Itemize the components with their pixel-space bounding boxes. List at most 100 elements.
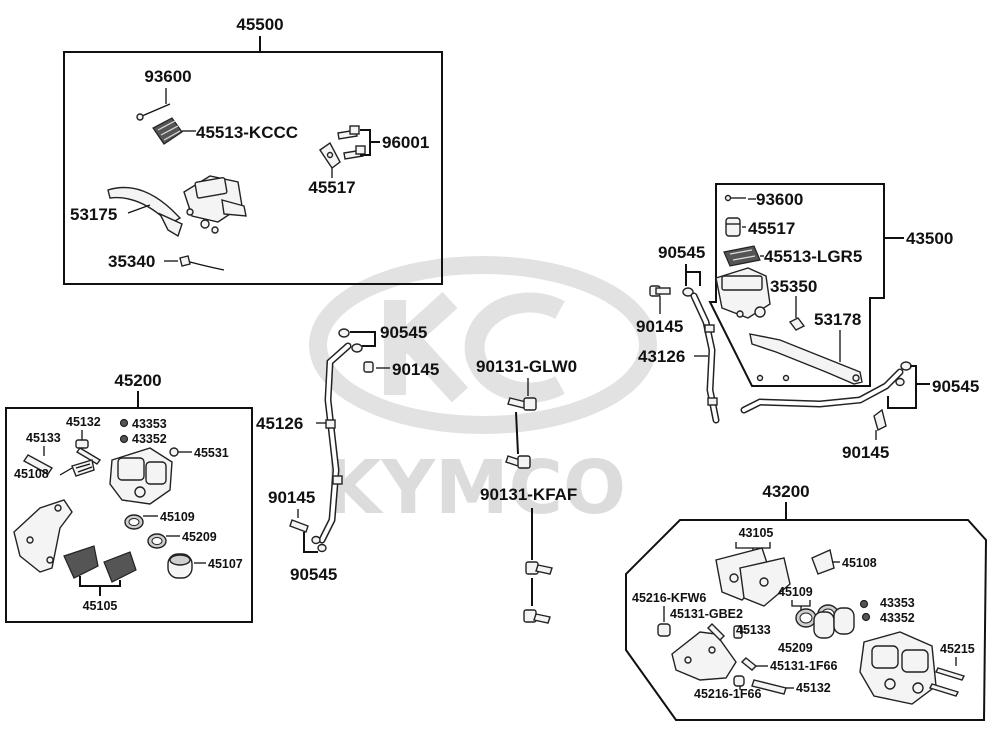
switch-icon (723, 245, 761, 267)
part-label-45209-left: 45209 (182, 530, 217, 544)
part-label-45216-kfw6: 45216-KFW6 (632, 591, 706, 605)
part-label-93600-right: 93600 (756, 190, 803, 209)
part-label-90131-glw0: 90131-GLW0 (476, 357, 577, 376)
bleeder-icon (169, 447, 179, 457)
part-label-45132-left: 45132 (66, 415, 101, 429)
master-cylinder-icon (715, 267, 771, 319)
part-label-45108-right: 45108 (842, 556, 877, 570)
part-label-45109-left: 45109 (160, 510, 195, 524)
piston-icon (813, 607, 855, 639)
washer-icon (338, 328, 350, 338)
part-label-45513-lgr5: 45513-LGR5 (764, 247, 862, 266)
pin-icon (724, 194, 746, 202)
seal-ring-icon (124, 514, 144, 530)
part-label-45513-kccc: 45513-KCCC (196, 123, 298, 142)
bushing-icon (733, 675, 745, 687)
brake-pad-icon (63, 545, 137, 583)
bolt-icon (523, 609, 551, 624)
pin-icon (136, 103, 171, 121)
bolt-icon (75, 439, 102, 465)
part-label-35350: 35350 (770, 277, 817, 296)
part-label-45517-left: 45517 (308, 178, 355, 197)
clamp-icon (725, 217, 741, 237)
part-label-45531: 45531 (194, 446, 229, 460)
part-label-45131-gbe2: 45131-GBE2 (670, 607, 743, 621)
pin-icon (22, 454, 54, 475)
part-label-90145-right-top: 90145 (636, 317, 683, 336)
piston-icon (167, 553, 193, 579)
watermark-text: KYMCO (324, 445, 626, 531)
switch-icon (152, 117, 183, 145)
washer-icon (895, 361, 912, 387)
bolt-icon (505, 455, 531, 469)
part-label-90131-kfaf: 90131-KFAF (480, 485, 577, 504)
part-label-45216-1f66: 45216-1F66 (694, 687, 761, 701)
brake-switch-icon (179, 255, 225, 271)
bolt-icon (873, 408, 887, 432)
right-hose-group: 90545 90145 43126 90545 90145 (636, 243, 979, 462)
part-label-90145-right-bottom: 90145 (842, 443, 889, 462)
screw-icon (861, 612, 871, 622)
nut-icon (756, 374, 790, 382)
group-label-43200: 43200 (762, 482, 809, 501)
part-label-45215: 45215 (940, 642, 975, 656)
spring-clip-icon (811, 549, 835, 575)
pin-icon (740, 657, 758, 671)
part-label-45209-right: 45209 (778, 641, 813, 655)
bolt-icon (751, 679, 787, 695)
brake-pad-icon (715, 547, 791, 607)
part-label-45132-right: 45132 (796, 681, 831, 695)
part-label-93600: 93600 (144, 67, 191, 86)
part-label-43353-right: 43353 (880, 596, 915, 610)
part-label-45126: 45126 (256, 414, 303, 433)
part-label-90545-center-bottom: 90545 (290, 565, 337, 584)
bushing-icon (657, 623, 671, 637)
bracket-icon (671, 631, 737, 681)
part-label-45108-left: 45108 (14, 467, 49, 481)
group-label-45200: 45200 (114, 371, 161, 390)
group-label-45500: 45500 (236, 15, 283, 34)
brake-lever-icon (749, 333, 863, 385)
center-bolts-group: 90131-GLW0 90131-KFAF (476, 357, 577, 624)
bolt-icon (525, 561, 553, 575)
group-45200: 45200 45132 43353 43352 45133 45108 (5, 371, 253, 623)
part-label-90545-center-top: 90545 (380, 323, 427, 342)
caliper-icon (109, 447, 173, 505)
part-label-43353-left: 43353 (132, 417, 167, 431)
washer-icon (311, 535, 327, 553)
part-label-53178: 53178 (814, 310, 861, 329)
part-label-43126: 43126 (638, 347, 685, 366)
bolt-icon (649, 285, 671, 297)
group-45500: 45500 93600 45513-KCCC 96001 (63, 15, 443, 285)
center-hose-group: 90545 90145 45126 90145 90545 (256, 323, 439, 584)
brake-hose-icon (318, 342, 352, 544)
group-label-43500: 43500 (906, 229, 953, 248)
part-label-90145-center-bottom: 90145 (268, 488, 315, 507)
brake-hose-icon (740, 368, 904, 414)
seal-ring-icon (147, 533, 167, 549)
screw-icon (337, 125, 366, 160)
part-label-35340: 35340 (108, 252, 155, 271)
group-43200: 43200 43105 45108 45216-KFW6 45131-GBE2 … (625, 482, 988, 721)
bolt-icon (507, 397, 537, 411)
pin-icon (929, 667, 965, 697)
master-cylinder-icon (183, 175, 247, 234)
part-label-45109-right: 45109 (778, 585, 813, 599)
bracket-icon (13, 499, 73, 573)
part-label-45517-right: 45517 (748, 219, 795, 238)
part-label-90545-right-top: 90545 (658, 243, 705, 262)
part-label-43352-left: 43352 (132, 432, 167, 446)
screw-icon (859, 599, 869, 609)
part-label-96001: 96001 (382, 133, 429, 152)
part-label-45107: 45107 (208, 557, 243, 571)
part-label-90145-center-top: 90145 (392, 360, 439, 379)
brake-switch-icon (788, 317, 806, 331)
pin-icon (707, 623, 725, 641)
washer-icon (682, 287, 694, 297)
spring-clip-icon (71, 459, 95, 477)
part-label-45105: 45105 (83, 599, 118, 613)
brake-hose-icon (690, 292, 720, 424)
part-label-53175: 53175 (70, 205, 117, 224)
group-43500: 43500 93600 45517 45513-LGR5 35350 53178 (708, 183, 953, 387)
